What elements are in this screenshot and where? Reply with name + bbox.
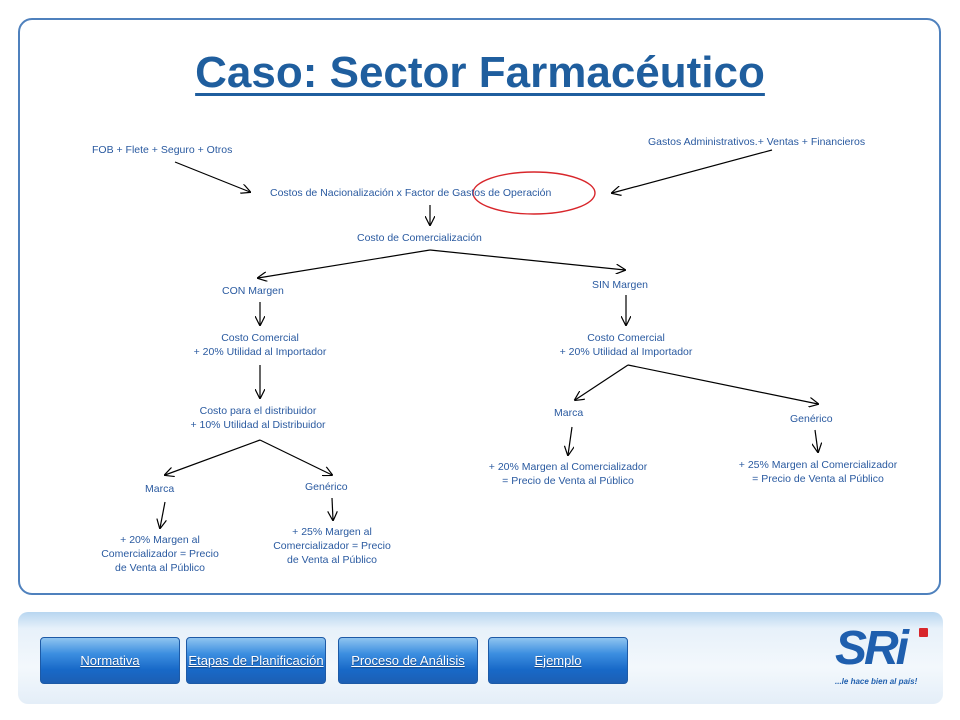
label-marca-left: Marca: [145, 483, 175, 495]
sri-logo: SRi ...le hace bien al país!: [835, 622, 935, 695]
label-fob: FOB + Flete + Seguro + Otros: [92, 144, 233, 156]
logo-text: SRi: [835, 622, 909, 675]
nav-proceso-button[interactable]: Proceso de Análisis: [338, 637, 478, 684]
label-costos-nacionalizacion: Costos de Nacionalización x Factor de Ga…: [270, 187, 552, 199]
arrow-left-marca-result: [160, 501, 165, 528]
logo-tagline: ...le hace bien al país!: [835, 677, 918, 686]
label-costo-comercializacion: Costo de Comercialización: [357, 232, 482, 244]
label-generico-left-result: + 25% Margen al Comercializador = Precio…: [273, 526, 391, 566]
nav-normativa-button[interactable]: Normativa: [40, 637, 180, 684]
logo-dot-icon: [919, 628, 928, 637]
arrow-right-marca: [575, 364, 629, 400]
label-marca-right: Marca: [554, 407, 584, 419]
label-costo-comercial-right: Costo Comercial + 20% Utilidad al Import…: [559, 332, 693, 358]
label-con-margen: CON Margen: [222, 285, 284, 297]
slide-frame: [18, 18, 941, 595]
arrow-left-marca: [165, 439, 261, 475]
arrow-right-generico-result: [815, 429, 818, 452]
arrow-gastos: [612, 149, 773, 193]
arrow-right-generico: [627, 364, 818, 404]
label-gastos: Gastos Administrativos.+ Ventas + Financ…: [648, 136, 866, 148]
diagram-arrows: [0, 149, 960, 600]
arrow-left-generico-result: [332, 497, 333, 520]
arrow-con-margen: [258, 249, 431, 278]
label-generico-left: Genérico: [305, 481, 348, 493]
label-sin-margen: SIN Margen: [592, 279, 649, 291]
label-distribuidor: Costo para el distribuidor + 10% Utilida…: [190, 405, 326, 431]
label-generico-right: Genérico: [790, 413, 833, 425]
arrow-left-generico: [259, 439, 332, 475]
label-generico-right-result: + 25% Margen al Comercializador = Precio…: [738, 459, 898, 485]
nav-ejemplo-button[interactable]: Ejemplo: [488, 637, 628, 684]
nav-etapas-button[interactable]: Etapas de Planificación: [186, 637, 326, 684]
highlight-ellipse: [472, 171, 596, 215]
label-marca-left-result: + 20% Margen al Comercializador = Precio…: [101, 534, 219, 574]
arrow-right-marca-result: [568, 426, 572, 455]
arrow-fob: [174, 161, 250, 192]
label-costo-comercial-left: Costo Comercial + 20% Utilidad al Import…: [193, 332, 327, 358]
page-title: Caso: Sector Farmacéutico: [195, 48, 765, 97]
label-marca-right-result: + 20% Margen al Comercializador = Precio…: [488, 461, 648, 487]
arrow-sin-margen: [429, 249, 625, 270]
